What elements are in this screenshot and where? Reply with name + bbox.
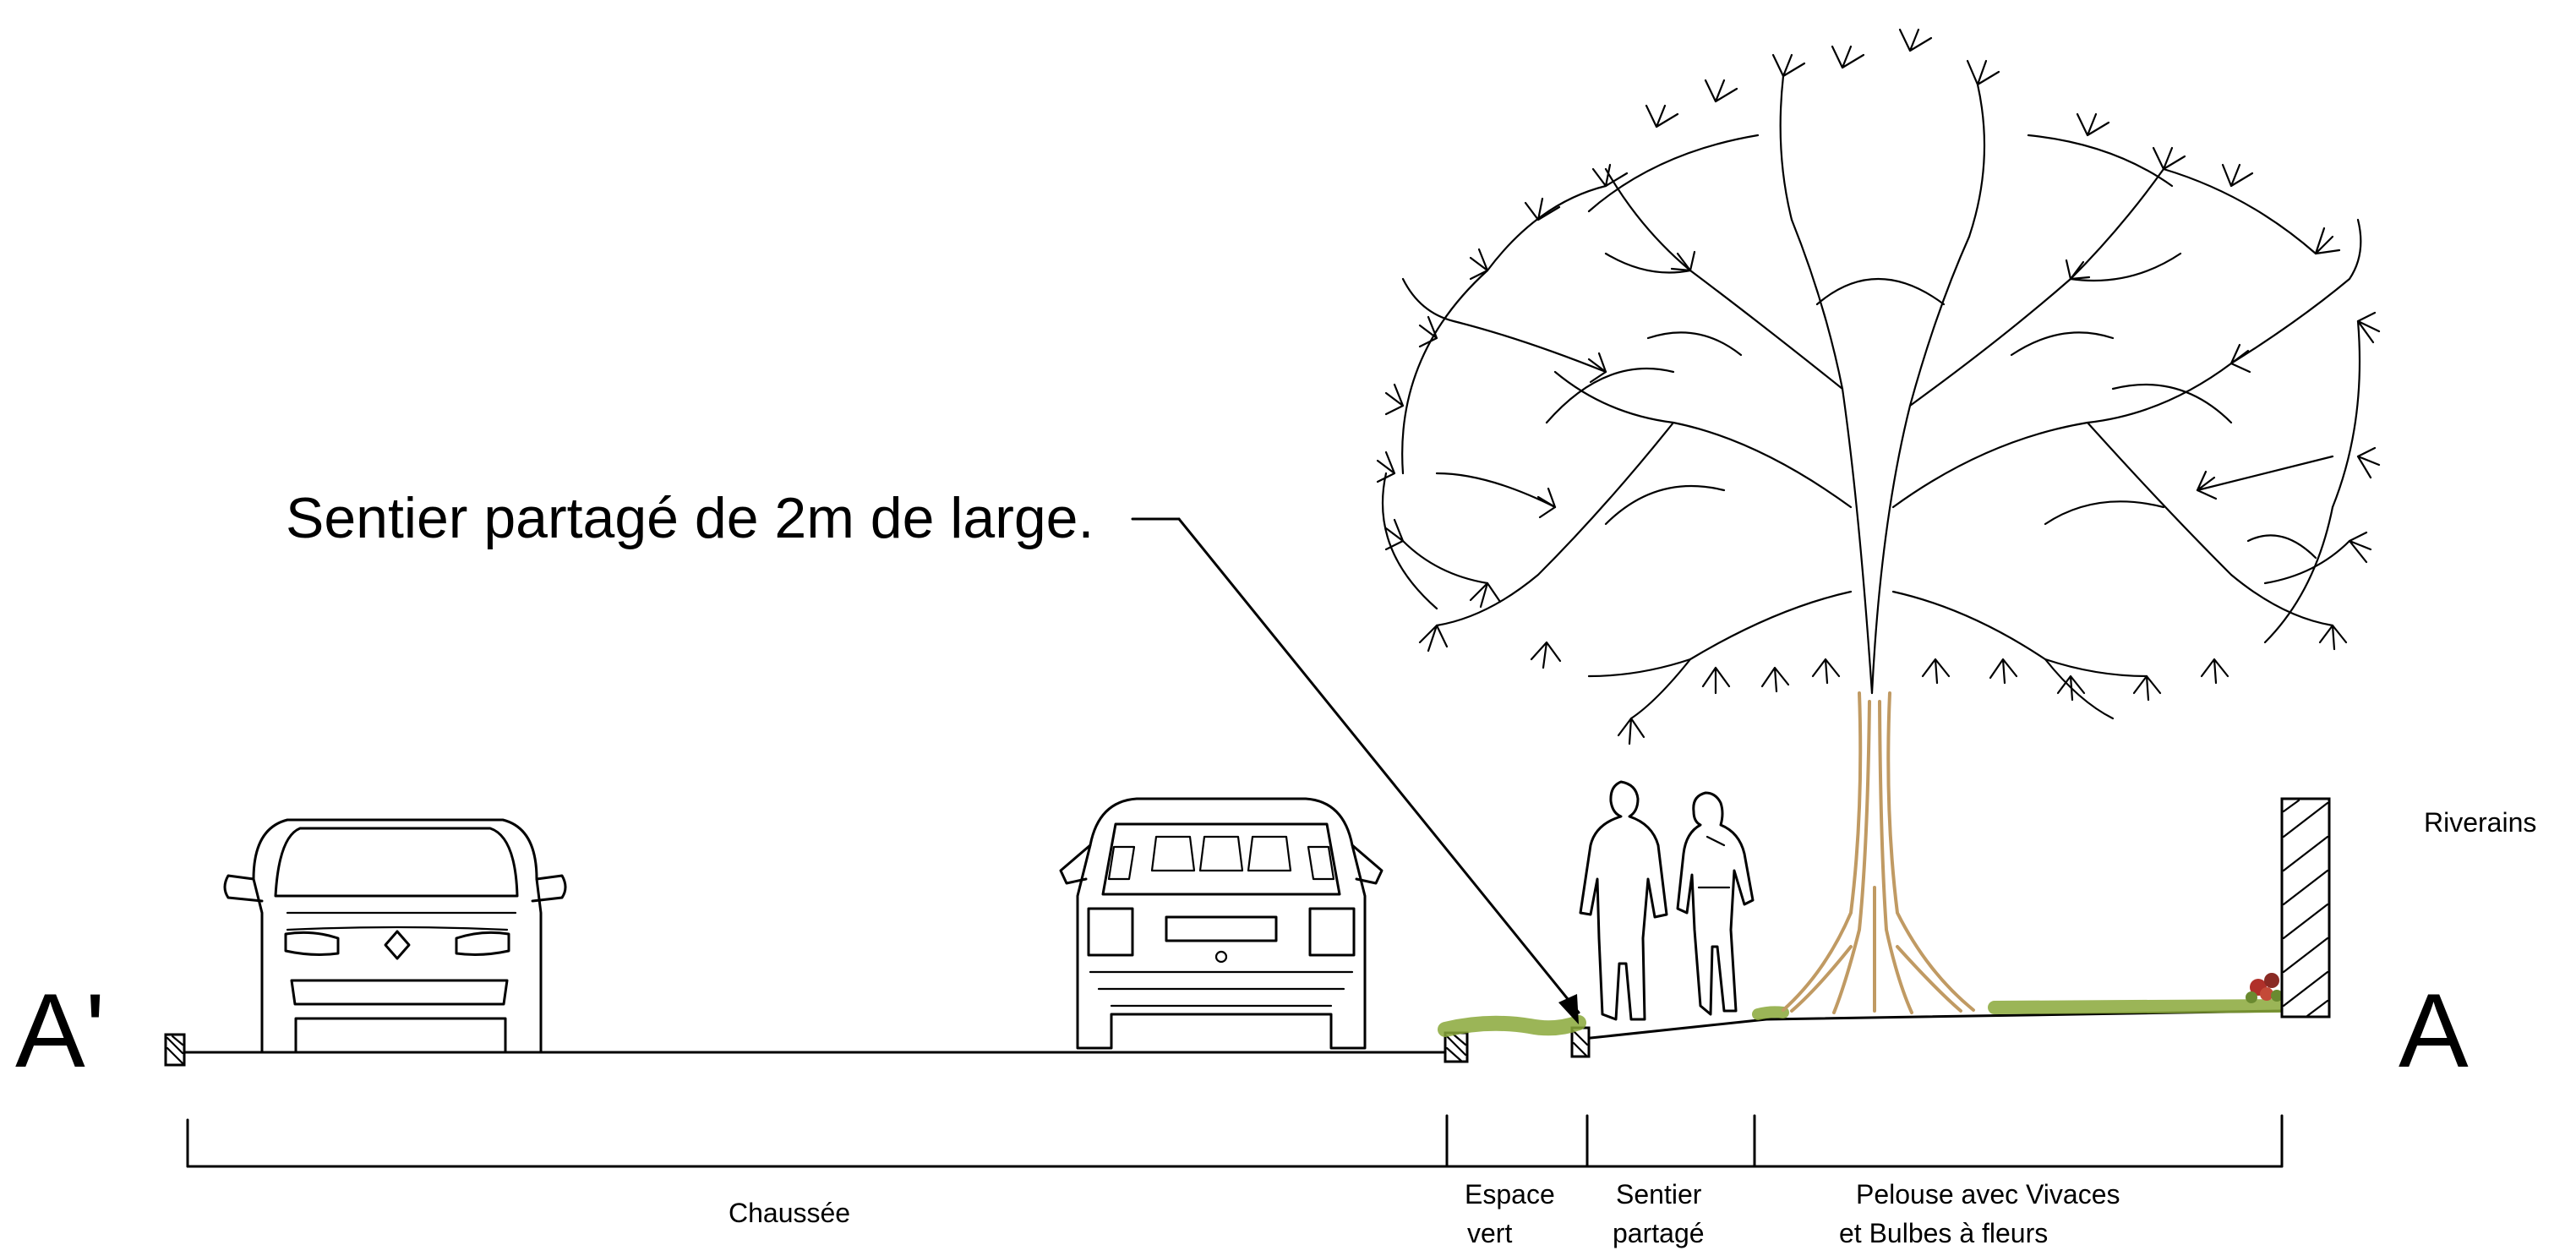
grass-strip — [1438, 999, 2289, 1037]
label-sentier-1: Sentier — [1616, 1179, 1702, 1210]
label-espace-vert-1: Espace — [1465, 1179, 1555, 1210]
section-marker-right: A — [2399, 973, 2469, 1089]
ground-line — [174, 1009, 2284, 1054]
label-pelouse-1: Pelouse avec Vivaces — [1856, 1179, 2120, 1210]
label-chaussee: Chaussée — [729, 1198, 850, 1228]
pedestrian-icon — [1579, 780, 1755, 1021]
curb-icon — [164, 1026, 1591, 1067]
label-sentier-2: partagé — [1613, 1218, 1705, 1248]
wall-icon — [2280, 797, 2331, 1018]
annotation-text: Sentier partagé de 2m de large. — [286, 486, 1094, 550]
label-pelouse-2: et Bulbes à fleurs — [1839, 1218, 2048, 1248]
car-front-icon — [223, 818, 567, 1054]
label-riverains: Riverains — [2424, 807, 2536, 838]
flower-icon — [2246, 973, 2283, 1003]
dimension-line — [186, 1114, 2284, 1168]
label-espace-vert-2: vert — [1467, 1218, 1512, 1248]
annotation-leader — [1131, 517, 1580, 1024]
car-rear-icon — [1059, 797, 1384, 1050]
section-marker-left: A' — [15, 973, 105, 1089]
tree-icon — [1376, 28, 2381, 1014]
